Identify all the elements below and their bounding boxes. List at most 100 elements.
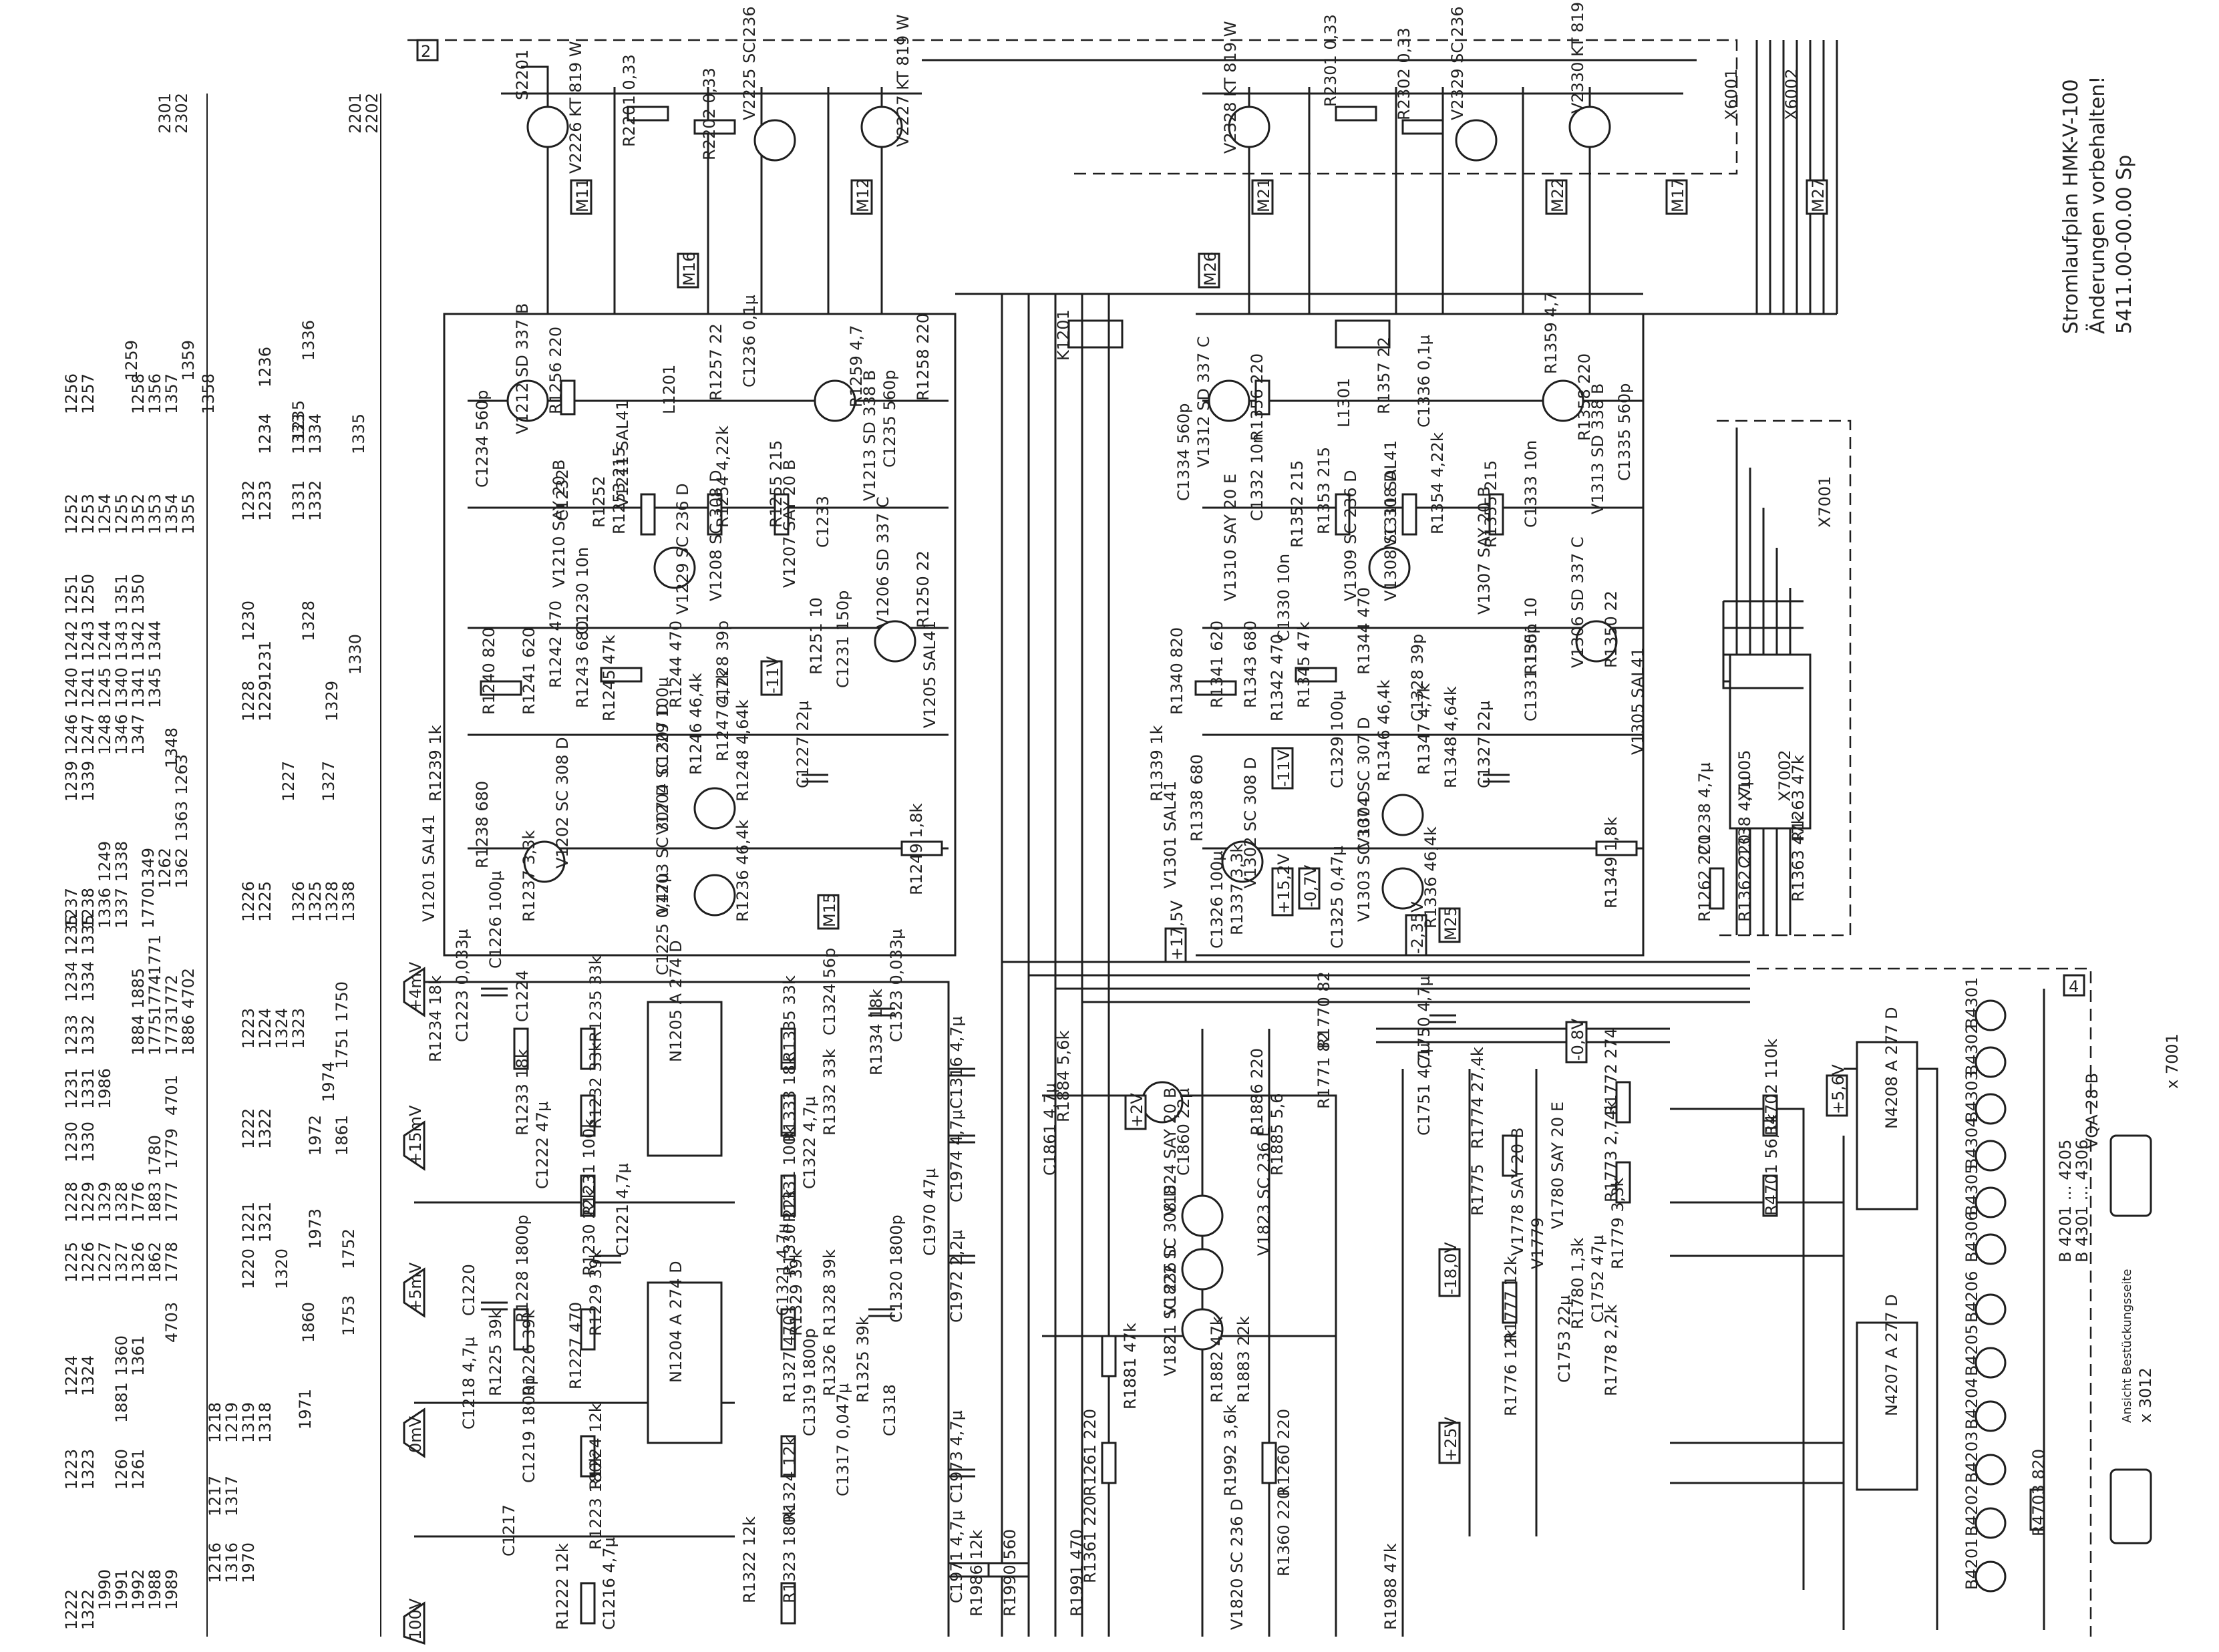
svg-text:R1245 47k: R1245 47k bbox=[600, 635, 619, 721]
svg-text:1250: 1250 bbox=[79, 574, 98, 615]
svg-text:V1203 SC 307 D: V1203 SC 307 D bbox=[653, 784, 672, 915]
svg-text:1230: 1230 bbox=[62, 1122, 81, 1162]
m21-tag bbox=[1251, 179, 1274, 215]
svg-text:1349: 1349 bbox=[139, 848, 158, 888]
svg-text:C1221 4,7µ: C1221 4,7µ bbox=[613, 1163, 632, 1256]
svg-text:1331: 1331 bbox=[79, 1068, 98, 1109]
svg-text:R1241 620: R1241 620 bbox=[520, 627, 538, 715]
svg-text:V1210 SAY 20 B: V1210 SAY 20 B bbox=[550, 460, 568, 588]
svg-text:1986: 1986 bbox=[96, 1068, 114, 1109]
svg-text:V1302 SC 308 D: V1302 SC 308 D bbox=[1241, 757, 1260, 888]
svg-text:B4304: B4304 bbox=[1962, 1117, 1981, 1169]
svg-text:C1227 22µ: C1227 22µ bbox=[794, 701, 812, 788]
svg-text:R1882 47k: R1882 47k bbox=[1208, 1316, 1226, 1403]
svg-text:V1311 SAL41: V1311 SAL41 bbox=[1381, 440, 1400, 548]
m26-tag bbox=[1198, 253, 1220, 289]
svg-text:R1988 47k: R1988 47k bbox=[1381, 1543, 1400, 1630]
svg-text:1260: 1260 bbox=[112, 1449, 131, 1490]
svg-text:1776: 1776 bbox=[129, 1182, 148, 1222]
svg-text:R1331 100k: R1331 100k bbox=[780, 1126, 799, 1222]
svg-text:C1328 39p: C1328 39p bbox=[1408, 634, 1427, 721]
svg-text:R1246 46,4k: R1246 46,4k bbox=[687, 673, 705, 775]
svg-text:R1244 470: R1244 470 bbox=[667, 621, 685, 708]
index-column-10: 1239 1246 1240 1242 1251 1339 1247 1241 … bbox=[62, 574, 181, 802]
m15-tag bbox=[817, 894, 840, 930]
svg-text:R1230 22k: R1230 22k bbox=[580, 1189, 599, 1276]
svg-text:1220: 1220 bbox=[239, 1249, 258, 1289]
index-column-5: 1225 1226 1227 1327 1326 1862 1778 1883 … bbox=[62, 1135, 181, 1283]
svg-text:R1342 470: R1342 470 bbox=[1268, 634, 1287, 721]
svg-text:R1229 39k: R1229 39k bbox=[586, 1249, 605, 1336]
svg-text:R4701 56,1k: R4701 56,1k bbox=[1762, 1114, 1781, 1216]
svg-text:R1360 220: R1360 220 bbox=[1274, 1489, 1293, 1577]
svg-text:R1233 18k: R1233 18k bbox=[513, 1049, 532, 1136]
svg-text:C1225 0,47µ: C1225 0,47µ bbox=[653, 872, 672, 975]
svg-text:1361: 1361 bbox=[129, 1335, 148, 1376]
svg-text:V1305 SAL41: V1305 SAL41 bbox=[1629, 647, 1647, 755]
svg-text:R1333 18k: R1333 18k bbox=[780, 1055, 799, 1142]
svg-text:C1223 0,033µ: C1223 0,033µ bbox=[453, 929, 472, 1042]
svg-text:B4204: B4204 bbox=[1962, 1377, 1981, 1430]
svg-text:M21: M21 bbox=[1254, 178, 1273, 212]
svg-text:1862: 1862 bbox=[146, 1242, 164, 1283]
svg-text:R1347 4,7k: R1347 4,7k bbox=[1415, 683, 1433, 775]
svg-text:C1974 4,7µ: C1974 4,7µ bbox=[947, 1110, 966, 1202]
svg-text:1263: 1263 bbox=[172, 754, 191, 795]
svg-text:C1222 47µ: C1222 47µ bbox=[533, 1102, 552, 1189]
svg-text:R2301 0,33: R2301 0,33 bbox=[1321, 14, 1340, 107]
svg-text:1336: 1336 bbox=[299, 320, 318, 361]
svg-text:1259: 1259 bbox=[122, 340, 141, 381]
svg-text:R1343 680: R1343 680 bbox=[1241, 621, 1260, 708]
svg-text:1348: 1348 bbox=[162, 727, 181, 768]
transistors bbox=[506, 106, 1618, 1351]
svg-text:K1201: K1201 bbox=[1054, 309, 1073, 361]
svg-text:V1307 SAY 20 B: V1307 SAY 20 B bbox=[1475, 486, 1494, 615]
svg-text:R1328 39k: R1328 39k bbox=[820, 1249, 839, 1336]
svg-text:R1353 215: R1353 215 bbox=[1315, 447, 1333, 534]
svg-text:R1226 39k: R1226 39k bbox=[520, 1309, 538, 1396]
svg-text:1238: 1238 bbox=[79, 888, 98, 929]
svg-text:+25V: +25V bbox=[1441, 1416, 1460, 1462]
pinout-sketches bbox=[2109, 1134, 2152, 1544]
svg-text:R1777 12k: R1777 12k bbox=[1502, 1256, 1520, 1343]
m22-tag bbox=[1545, 179, 1568, 215]
svg-text:R1340 820: R1340 820 bbox=[1168, 627, 1186, 715]
svg-text:1770: 1770 bbox=[139, 888, 158, 929]
svg-text:R1772 274: R1772 274 bbox=[1602, 1028, 1620, 1116]
index-column-11: 1252 1253 1254 1255 1352 1353 1354 1355 … bbox=[62, 340, 218, 534]
svg-text:1231: 1231 bbox=[256, 641, 275, 681]
svg-text:1229: 1229 bbox=[79, 1182, 98, 1222]
svg-text:1317: 1317 bbox=[222, 1476, 241, 1516]
svg-text:C1230 10n: C1230 10n bbox=[573, 547, 592, 635]
svg-text:V2227 KT 819 W: V2227 KT 819 W bbox=[894, 15, 912, 147]
svg-text:1328: 1328 bbox=[299, 601, 318, 641]
svg-text:1779: 1779 bbox=[162, 1128, 181, 1169]
svg-text:V1309 SC 236 D: V1309 SC 236 D bbox=[1341, 470, 1360, 601]
svg-text:R1232 33k: R1232 33k bbox=[586, 1042, 605, 1129]
svg-text:1247: 1247 bbox=[79, 714, 98, 755]
svg-text:1334: 1334 bbox=[79, 961, 98, 1002]
svg-text:1990: 1990 bbox=[96, 1569, 114, 1610]
title-block: Stromlaufplan HMK-V-100 Änderungen vorbe… bbox=[2059, 76, 2136, 334]
svg-text:R1239 1k: R1239 1k bbox=[426, 725, 445, 802]
svg-text:-0,7V: -0,7V bbox=[1301, 864, 1320, 907]
svg-text:R1322 12k: R1322 12k bbox=[740, 1516, 759, 1603]
svg-text:1255: 1255 bbox=[112, 494, 131, 534]
svg-text:R1351 10: R1351 10 bbox=[1522, 597, 1540, 675]
svg-text:C1233: C1233 bbox=[814, 496, 832, 548]
svg-text:1257: 1257 bbox=[79, 373, 98, 414]
svg-text:1244: 1244 bbox=[96, 621, 114, 661]
tag-15mv bbox=[403, 1267, 425, 1318]
svg-text:R1350 22: R1350 22 bbox=[1602, 591, 1620, 668]
svg-text:R1363 47k: R1363 47k bbox=[1789, 815, 1808, 902]
svg-text:1884: 1884 bbox=[129, 1015, 148, 1055]
svg-text:R1354 4,22k: R1354 4,22k bbox=[1428, 432, 1447, 534]
svg-text:C1331 150p: C1331 150p bbox=[1522, 623, 1540, 721]
svg-text:1883: 1883 bbox=[146, 1182, 164, 1222]
svg-text:1225: 1225 bbox=[62, 1242, 81, 1283]
svg-text:R1991 470: R1991 470 bbox=[1067, 1529, 1086, 1617]
svg-text:1351: 1351 bbox=[112, 574, 131, 615]
svg-text:1336: 1336 bbox=[96, 888, 114, 929]
svg-text:V1312 SD 337 C: V1312 SD 337 C bbox=[1194, 336, 1213, 468]
svg-text:C1325 0,47µ: C1325 0,47µ bbox=[1328, 846, 1347, 949]
